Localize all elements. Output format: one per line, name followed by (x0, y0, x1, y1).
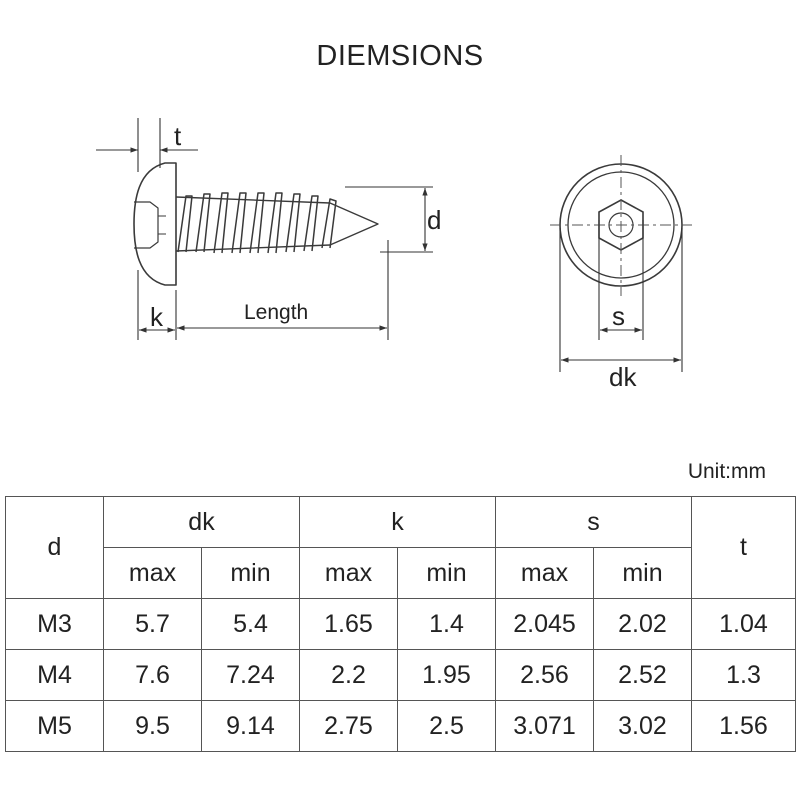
subheader-cell: max (495, 547, 594, 599)
dim-label-length: Length (244, 301, 308, 324)
row-size: M4 (5, 649, 104, 701)
table-cell: 2.02 (593, 598, 692, 650)
subheader-cell: min (397, 547, 496, 599)
table-subheader-row: max min max min max min (6, 547, 796, 599)
table-cell: 9.14 (201, 700, 300, 752)
subheader-cell: max (103, 547, 202, 599)
dim-label-t: t (174, 121, 182, 151)
row-size: M3 (5, 598, 104, 650)
table-cell: 1.4 (397, 598, 496, 650)
table-cell: 5.4 (201, 598, 300, 650)
table-cell: 5.7 (103, 598, 202, 650)
table-row: M5 9.5 9.14 2.75 2.5 3.071 3.02 1.56 (5, 700, 796, 752)
table-cell: 2.56 (495, 649, 594, 701)
table-cell: 1.04 (691, 598, 796, 650)
table-cell: 1.56 (691, 700, 796, 752)
subheader-cell: min (201, 547, 300, 599)
unit-label: Unit:mm (687, 460, 766, 483)
row-size: M5 (5, 700, 104, 752)
dimension-drawing: t d k Length s dk (96, 118, 692, 392)
end-view-centerlines (550, 155, 692, 296)
header-k: k (299, 496, 496, 548)
table-cell: 1.3 (691, 649, 796, 701)
table-cell: 9.5 (103, 700, 202, 752)
table-cell: 2.75 (299, 700, 398, 752)
table-cell: 7.24 (201, 649, 300, 701)
dimension-table: d dk k s t max min max min max min M3 5.… (5, 496, 796, 752)
subheader-cell: min (593, 547, 692, 599)
dim-label-s: s (612, 301, 625, 331)
screw-side-view (133, 162, 379, 286)
header-d: d (5, 496, 104, 599)
header-dk: dk (103, 496, 300, 548)
diagram-title: DIEMSIONS (316, 40, 484, 72)
table-cell: 2.5 (397, 700, 496, 752)
table-row: M4 7.6 7.24 2.2 1.95 2.56 2.52 1.3 (5, 649, 796, 701)
dim-label-dk: dk (609, 362, 637, 392)
table-row: M3 5.7 5.4 1.65 1.4 2.045 2.02 1.04 (5, 598, 796, 650)
table-cell: 2.045 (495, 598, 594, 650)
table-header-row: d dk k s t (5, 496, 796, 599)
table-cell: 1.95 (397, 649, 496, 701)
end-view-dimensions (559, 220, 683, 372)
table-cell: 1.65 (299, 598, 398, 650)
hex-recess (134, 201, 159, 249)
table-cell: 2.2 (299, 649, 398, 701)
subheader-cell: max (299, 547, 398, 599)
header-s: s (495, 496, 692, 548)
table-cell: 2.52 (593, 649, 692, 701)
screw-head (133, 162, 177, 286)
screw-threads (177, 192, 337, 254)
header-t: t (691, 496, 796, 599)
screw-shank (175, 196, 379, 252)
dim-label-k: k (150, 302, 164, 332)
dim-label-d: d (427, 205, 441, 235)
table-cell: 7.6 (103, 649, 202, 701)
side-view-dimensions (96, 118, 433, 340)
table-cell: 3.071 (495, 700, 594, 752)
table-cell: 3.02 (593, 700, 692, 752)
